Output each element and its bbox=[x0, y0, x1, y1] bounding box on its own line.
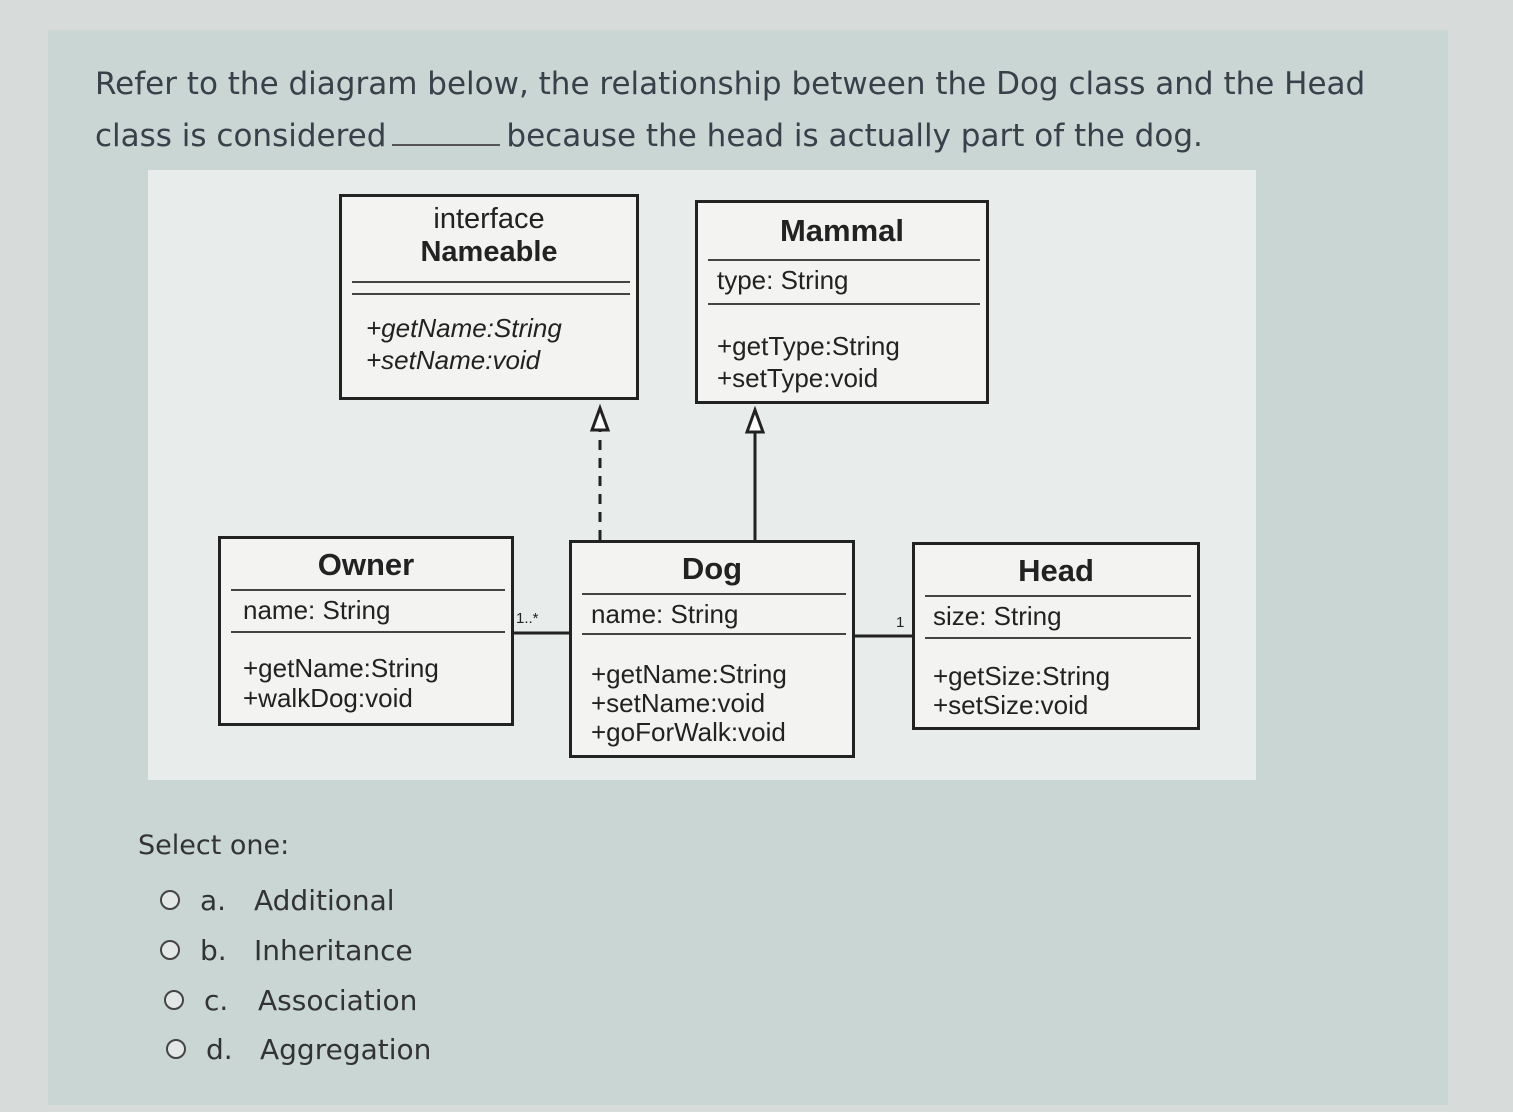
nameable-class-name: Nameable bbox=[420, 236, 558, 268]
diagram-connectors bbox=[513, 403, 912, 638]
mammal-method: +setType:void bbox=[717, 363, 879, 393]
question-text: Refer to the diagram below, the relation… bbox=[95, 58, 1395, 162]
dog-method: +getName:String bbox=[591, 659, 787, 689]
dog-attribute: name: String bbox=[591, 599, 739, 629]
generalization-arrowhead bbox=[744, 405, 766, 434]
question-text-after: because the head is actually part of the… bbox=[506, 118, 1203, 154]
option-label: Aggregation bbox=[260, 1032, 432, 1066]
realization-arrowhead bbox=[589, 403, 611, 432]
radio-button[interactable] bbox=[160, 890, 180, 910]
owner-method: +getName:String bbox=[243, 653, 439, 683]
head-attribute: size: String bbox=[933, 601, 1062, 631]
owner-method: +walkDog:void bbox=[243, 683, 413, 713]
option-label: Association bbox=[258, 983, 418, 1017]
option-label: Inheritance bbox=[254, 933, 413, 967]
multiplicity-dog-head: 1 bbox=[896, 614, 905, 631]
radio-button[interactable] bbox=[166, 1039, 186, 1059]
head-method: +setSize:void bbox=[933, 690, 1089, 720]
select-one-label: Select one: bbox=[138, 830, 290, 861]
option-letter: d. bbox=[206, 1032, 233, 1066]
nameable-method: +getName:String bbox=[366, 313, 562, 343]
answer-blank bbox=[392, 124, 501, 146]
option-letter: a. bbox=[200, 883, 227, 917]
option-label: Additional bbox=[254, 883, 395, 917]
option-c[interactable]: c. Association bbox=[164, 980, 417, 1020]
head-class-name: Head bbox=[1018, 553, 1094, 588]
dog-method: +goForWalk:void bbox=[591, 717, 786, 747]
owner-class-name: Owner bbox=[317, 547, 415, 582]
head-method: +getSize:String bbox=[933, 661, 1111, 691]
owner-class-box: Owner name: String +getName:String +walk… bbox=[218, 536, 514, 726]
mammal-method: +getType:String bbox=[717, 331, 900, 361]
dog-class-box: Dog name: String +getName:String +setNam… bbox=[569, 540, 855, 758]
mammal-class-box: Mammal type: String +getType:String +set… bbox=[695, 200, 989, 404]
nameable-stereotype: interface bbox=[433, 203, 545, 235]
nameable-method: +setName:void bbox=[366, 345, 541, 375]
option-d[interactable]: d. Aggregation bbox=[166, 1029, 431, 1069]
question-text-before: Refer to the diagram below, the relation… bbox=[95, 66, 1366, 154]
dog-method: +setName:void bbox=[591, 688, 766, 718]
nameable-interface-box: interface Nameable +getName:String +setN… bbox=[339, 194, 639, 400]
mammal-class-name: Mammal bbox=[779, 213, 905, 248]
option-letter: c. bbox=[204, 983, 229, 1017]
radio-button[interactable] bbox=[164, 990, 184, 1010]
radio-button[interactable] bbox=[160, 940, 180, 960]
option-a[interactable]: a. Additional bbox=[160, 880, 395, 920]
mammal-attribute: type: String bbox=[717, 265, 849, 295]
option-letter: b. bbox=[200, 933, 227, 967]
dog-class-name: Dog bbox=[681, 551, 743, 586]
owner-attribute: name: String bbox=[243, 595, 391, 625]
uml-diagram: 1..* 1 interface Nameable +getName:Strin… bbox=[148, 170, 1256, 780]
option-b[interactable]: b. Inheritance bbox=[160, 930, 413, 970]
head-class-box: Head size: String +getSize:String +setSi… bbox=[912, 542, 1200, 730]
multiplicity-owner-dog: 1..* bbox=[516, 610, 539, 627]
